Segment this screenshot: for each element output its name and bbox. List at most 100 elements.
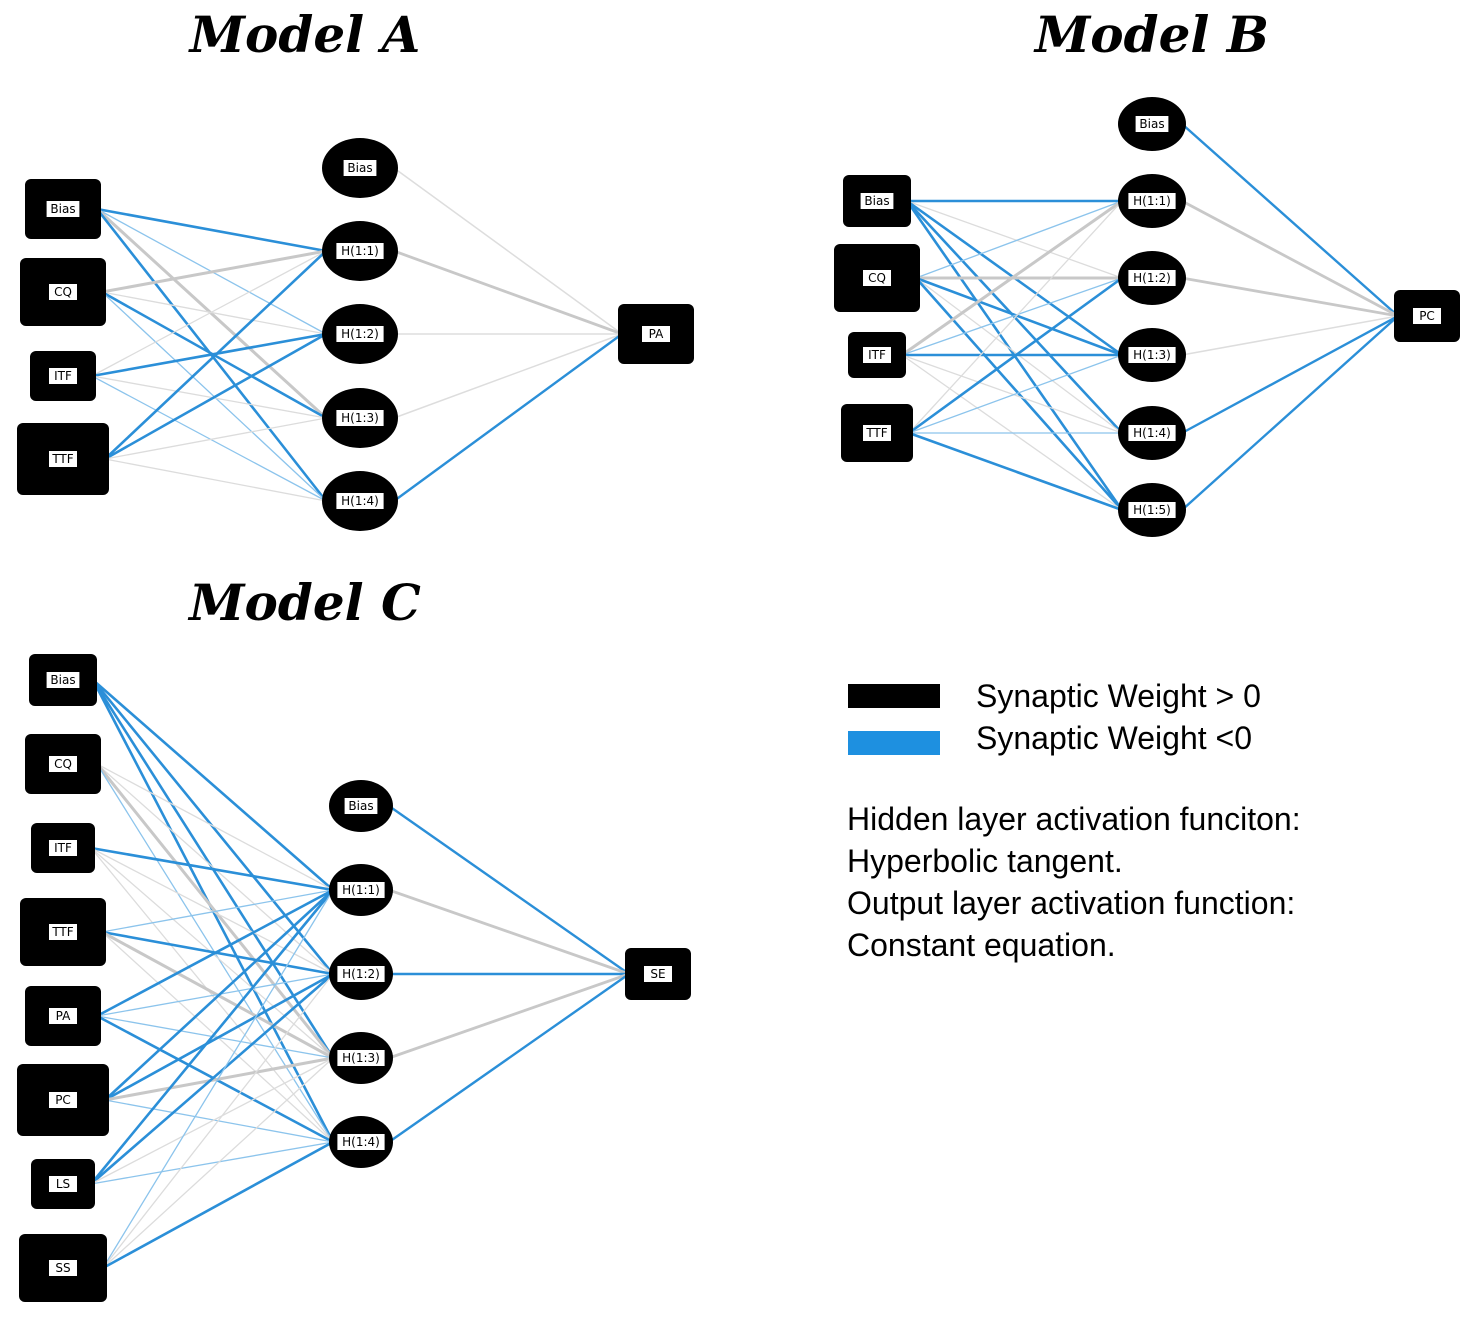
model-a-edge-ttf-h-1-3 [104,417,327,460]
model-b-hidden-h-1-4-label-group: H(1:4) [1128,425,1176,441]
model-c-input-bias-label-bg [46,672,80,688]
model-c-output-se-label-bg [644,966,672,982]
model-b-edge-h-1-5-out [1180,314,1400,512]
model-c-edge-h-1-4-out [387,972,631,1144]
model-a-input-ttf-label-group: TTF [49,451,77,467]
nodes-layer: BiasCQITFTTFBiasH(1:1)H(1:2)H(1:3)H(1:4)… [17,97,1460,1302]
model-b-hidden-bias-label-bg [1135,116,1169,132]
model-a-output-pa-label-bg [642,326,670,342]
model-b-hidden-h-1-2-label-group: H(1:2) [1128,270,1176,286]
model-c-hidden-h-1-1-label-group: H(1:1) [337,882,385,898]
model-c-edge-pc-h-1-2 [103,972,335,1102]
model-c-edge-ss-h-1-2 [102,973,334,1269]
model-c-hidden-h-1-4-label-group: H(1:4) [337,1134,385,1150]
legend-note-hidden-function: Hyperbolic tangent. [847,843,1123,879]
model-b-input-ttf-label-group: TTF [863,425,891,441]
model-a-hidden-bias-label-bg [343,160,377,176]
model-a-edge-h-1-3-out [393,333,623,419]
model-a-input-itf-label-bg [49,368,77,384]
model-c-hidden-h-1-2-label-group: H(1:2) [337,966,385,982]
model-c-input-ss-label-bg [49,1260,77,1276]
model-a-input-ttf-label: TTF [51,452,73,466]
model-b-input-ttf-label: TTF [865,426,887,440]
model-a-output-pa-label: PA [649,327,664,341]
model-c-edge-itf-h-1-2 [90,847,334,975]
model-b-hidden-h-1-5-label-bg [1128,502,1176,518]
model-c-edge-h-1-3-out [387,972,631,1060]
model-b-output-pc-label-group: PC [1413,308,1441,324]
model-c-edge-pa-h-1-2 [96,973,334,1017]
model-c-edge-bias-h-1-1 [91,678,335,892]
model-a-hidden-h-1-3-label-group: H(1:3) [336,410,384,426]
model-b-edge-itf-h-1-4 [901,354,1123,434]
model-a-hidden-h-1-2-label-bg [336,326,384,342]
model-c-hidden-bias-label-bg [344,798,378,814]
legend-note-hidden-activation: Hidden layer activation funciton: [847,801,1301,837]
model-c-input-pa-label: PA [56,1009,71,1023]
model-a-input-bias-label-bg [46,201,80,217]
model-c-input-ls-label-group: LS [49,1176,77,1192]
model-c-edge-pc-h-1-3 [103,1056,335,1102]
model-b-input-itf-label-bg [863,347,891,363]
model-c-input-ss-label: SS [55,1261,70,1275]
model-c-input-ttf-label: TTF [51,925,73,939]
model-c-input-bias-label: Bias [50,673,75,687]
model-c-hidden-h-1-3-label-bg [337,1050,385,1066]
model-b-edge-bias-h-1-2 [906,200,1123,279]
model-b-edge-bias-out [1180,122,1400,318]
model-a-edge-cq-h-1-2 [101,291,327,335]
model-b-input-bias-label-bg [860,193,894,209]
model-c-input-pc-label-group: PC [49,1092,77,1108]
legend-positive-swatch [848,684,940,708]
model-b-edge-h-1-3-out [1181,315,1399,356]
model-c-output-se-label: SE [650,967,665,981]
model-a-output-pa-label-group: PA [642,326,670,342]
model-c-edge-ss-h-1-1 [102,889,334,1269]
model-c-edge-itf-h-1-1 [89,846,335,892]
model-c-input-itf-label-group: ITF [49,840,77,856]
model-a-hidden-h-1-3-label: H(1:3) [341,411,379,425]
model-c-edge-ls-h-1-4 [90,1141,334,1185]
model-b-output-pc-label-bg [1413,308,1441,324]
model-c-edge-bias-h-1-2 [91,678,335,976]
model-a-input-cq-label-bg [49,284,77,300]
model-c-edge-ls-h-1-2 [89,972,335,1186]
model-a-input-bias-label: Bias [50,202,75,216]
model-b-edge-cq-h-1-1 [915,200,1123,279]
model-a-hidden-h-1-3-label-bg [336,410,384,426]
model-c-input-pc-label-bg [49,1092,77,1108]
model-b-input-cq-label-bg [863,270,891,286]
model-b-edge-itf-h-1-1 [900,199,1124,357]
model-a-edge-itf-h-1-2 [90,332,328,378]
model-c-hidden-h-1-3-label-group: H(1:3) [337,1050,385,1066]
model-a-input-ttf-label-bg [49,451,77,467]
model-c-input-pa-label-group: PA [49,1008,77,1024]
model-a-hidden-h-1-2-label: H(1:2) [341,327,379,341]
model-b-edge-h-1-4-out [1180,314,1400,435]
model-a-edge-h-1-4-out [392,332,624,503]
model-b-hidden-bias-label: Bias [1139,117,1164,131]
model-a-input-itf-label-group: ITF [49,368,77,384]
model-c-input-ls-label-bg [49,1176,77,1192]
legend-note-output-function: Constant equation. [847,927,1116,963]
model-b-hidden-h-1-4-label-bg [1128,425,1176,441]
model-c-title: Model C [187,573,421,632]
model-c-hidden-h-1-2-label: H(1:2) [342,967,380,981]
model-c-input-cq-label: CQ [54,757,72,771]
model-c-edge-ss-h-1-3 [102,1057,334,1269]
legend-negative-label: Synaptic Weight <0 [976,720,1252,756]
model-a-input-bias-label-group: Bias [46,201,80,217]
model-c-input-cq-label-group: CQ [49,756,77,772]
model-c-input-itf-label: ITF [54,841,72,855]
legend-note-output-activation: Output layer activation function: [847,885,1295,921]
model-c-hidden-bias-label: Bias [348,799,373,813]
model-a-edge-h-1-1-out [392,249,624,336]
model-b-edge-h-1-2-out [1180,276,1400,318]
edges-layer [89,122,1400,1270]
model-b-hidden-h-1-5-label: H(1:5) [1133,503,1171,517]
model-b-input-ttf-label-bg [863,425,891,441]
model-c-edge-pa-h-1-3 [96,1015,334,1059]
model-b-hidden-h-1-1-label-bg [1128,193,1176,209]
model-c-input-ttf-label-group: TTF [49,924,77,940]
model-b-edge-itf-h-1-2 [901,277,1123,356]
